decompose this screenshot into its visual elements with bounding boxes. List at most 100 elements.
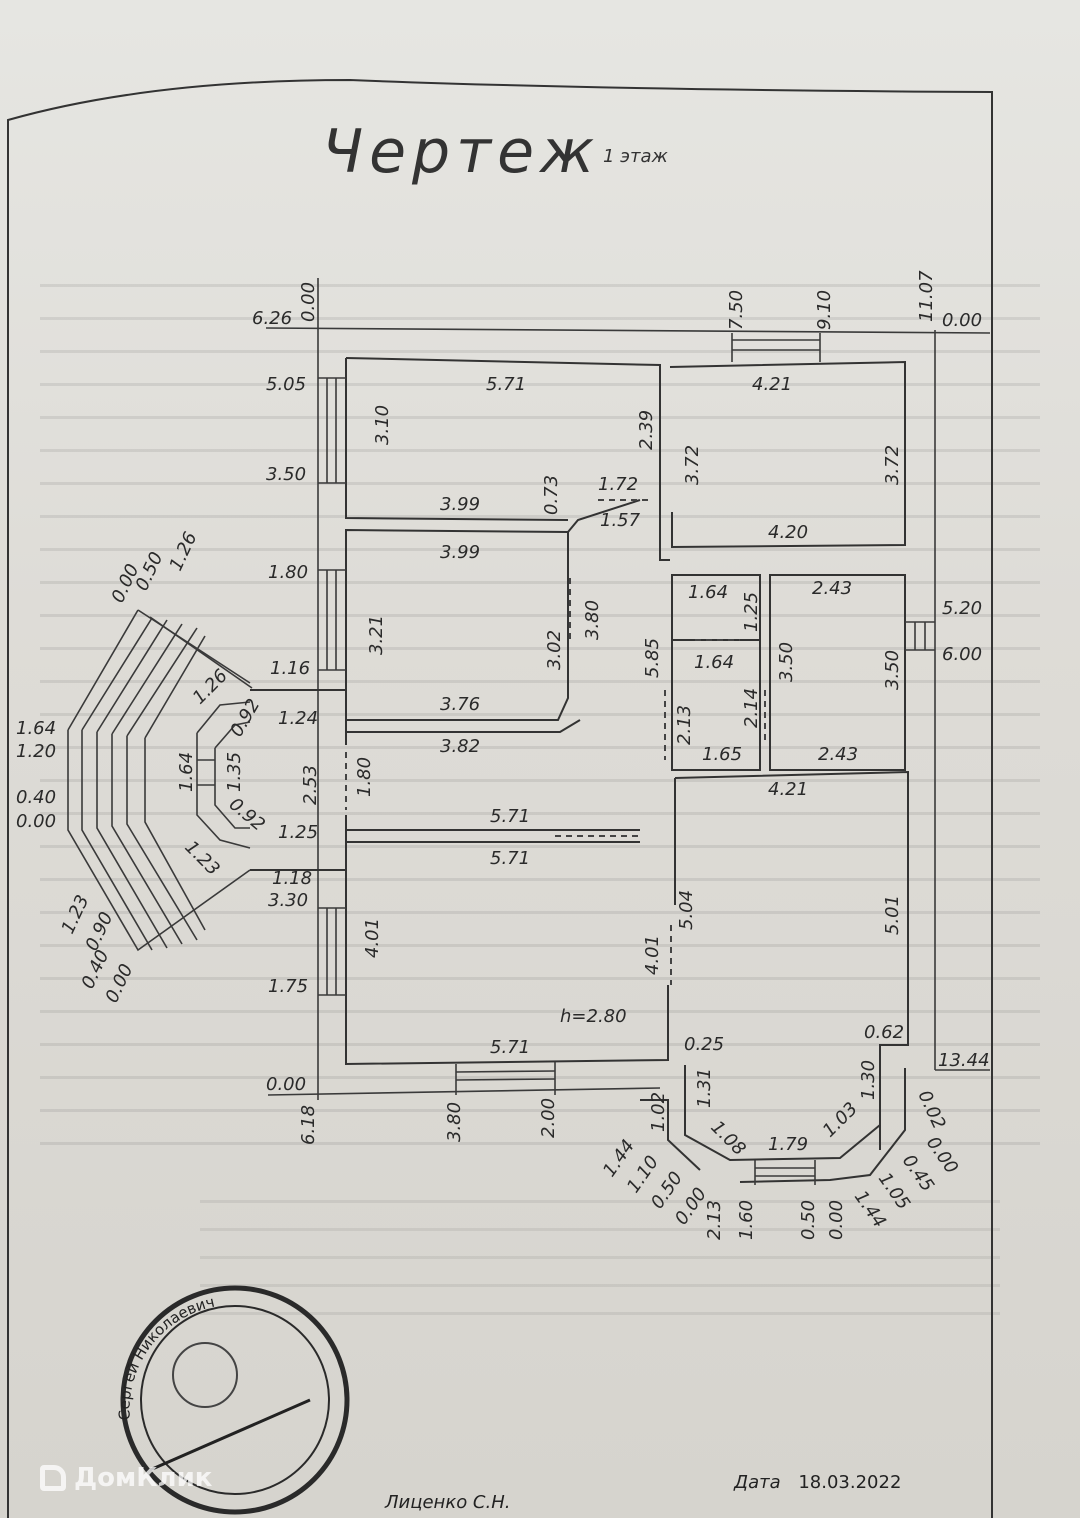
dim: 3.50 [776,642,797,682]
svg-text:11.07: 11.07 [916,270,937,322]
svg-text:1.60: 1.60 [736,1200,757,1240]
svg-text:0.00: 0.00 [942,310,982,331]
dim: 2.43 [818,744,858,765]
drawing-frame [7,78,993,1518]
dim: 1.03 [819,1098,862,1141]
svg-text:1.80: 1.80 [268,562,308,583]
bay-staircase [67,609,253,952]
dim: 1.35 [224,752,245,792]
dim: 1.08 [706,1117,749,1160]
svg-text:0.50: 0.50 [798,1200,819,1240]
dim: 5.04 [676,890,697,930]
dim: 4.01 [642,935,663,975]
ceiling-height: h=2.80 [560,1006,627,1027]
svg-text:1.26: 1.26 [165,529,201,574]
dim: 5.71 [490,1037,530,1058]
dim: 1.65 [702,744,742,765]
svg-text:1.75: 1.75 [268,976,308,997]
dim: 1.25 [278,822,318,843]
dim: 4.20 [768,522,808,543]
svg-text:3.30: 3.30 [268,890,308,911]
svg-text:5.20: 5.20 [942,598,982,619]
svg-text:0.00: 0.00 [16,811,56,832]
svg-text:0.00: 0.00 [826,1200,847,1240]
dim: 4.21 [752,374,792,395]
dim: 3.50 [882,650,903,690]
svg-text:1.16: 1.16 [270,658,310,679]
dim: 1.02 [648,1092,669,1132]
dim: 4.21 [768,779,808,800]
date-line: Дата 18.03.2022 [734,1472,901,1493]
steps [318,333,935,1185]
dim: 2.43 [812,578,852,599]
dim: 0.92 [225,794,269,836]
svg-text:2.13: 2.13 [704,1200,725,1240]
dim: 2.53 [300,765,321,805]
house-icon [40,1465,66,1491]
dim: 5.71 [486,374,526,395]
dim: 2.13 [674,705,695,745]
walls [250,357,909,1183]
dim: 1.57 [600,510,641,531]
dim: 1.30 [858,1060,879,1100]
svg-text:5.05: 5.05 [266,374,306,395]
dim: 1.80 [354,757,375,797]
dim: 1.64 [688,582,728,603]
svg-text:9.10: 9.10 [814,290,835,330]
door-openings [345,499,766,985]
dim: 3.02 [544,630,565,670]
bleed-through-text-lower [200,1180,1000,1320]
dim: 0.62 [864,1022,904,1043]
floor-label: 1 этаж [603,146,669,167]
svg-text:6.26: 6.26 [252,308,292,329]
dim: 2.39 [636,410,657,450]
dim: 1.64 [694,652,734,673]
dim: 1.25 [741,592,762,632]
dim: 1.24 [278,708,318,729]
svg-text:3.50: 3.50 [266,464,306,485]
watermark-text: ДомКлик [74,1463,213,1493]
svg-text:13.44: 13.44 [938,1050,990,1071]
svg-text:0.00: 0.00 [266,1074,306,1095]
dim: 3.72 [682,445,703,485]
svg-text:6.18: 6.18 [298,1105,319,1145]
dim: 5.71 [490,848,530,869]
svg-text:0.02: 0.02 [913,1087,949,1132]
dim: 3.72 [882,445,903,485]
site-line-top [265,327,991,334]
date-value: 18.03.2022 [798,1472,902,1493]
dimension-labels: 5.71 3.10 2.39 3.99 0.73 1.72 1.57 4.21 … [176,374,904,1160]
dim: 4.01 [362,918,383,958]
bleed-through-text [40,260,1040,1160]
svg-text:1.18: 1.18 [272,868,312,889]
dim: 1.79 [768,1134,808,1155]
dim: 1.64 [176,752,197,792]
svg-text:1.64: 1.64 [16,718,56,739]
date-label: Дата [734,1472,781,1493]
site-line-bottom [267,1087,661,1096]
dim: 3.99 [440,542,480,563]
dim: 1.72 [598,474,638,495]
dim: 3.76 [440,694,480,715]
dim: 0.92 [226,695,264,740]
dim: 3.80 [582,600,603,640]
svg-text:0.40: 0.40 [16,787,56,808]
drawing-title: Чертеж [322,117,600,187]
signatory-name: Лиценко С.Н. [385,1492,511,1513]
dim: 2.14 [741,688,762,728]
dim: 1.23 [180,837,223,880]
svg-text:1.20: 1.20 [16,741,56,762]
dim: 3.21 [366,615,387,655]
dim: 5.85 [642,638,663,678]
svg-text:0.90: 0.90 [81,909,117,954]
svg-text:2.00: 2.00 [538,1098,559,1138]
dim: 5.71 [490,806,530,827]
svg-text:6.00: 6.00 [942,644,982,665]
dim: 3.82 [440,736,480,757]
svg-text:0.00: 0.00 [298,282,319,322]
dim: 3.10 [372,405,393,445]
dim: 1.26 [189,665,232,708]
dim: 0.25 [684,1034,724,1055]
dim: 1.31 [694,1068,715,1108]
